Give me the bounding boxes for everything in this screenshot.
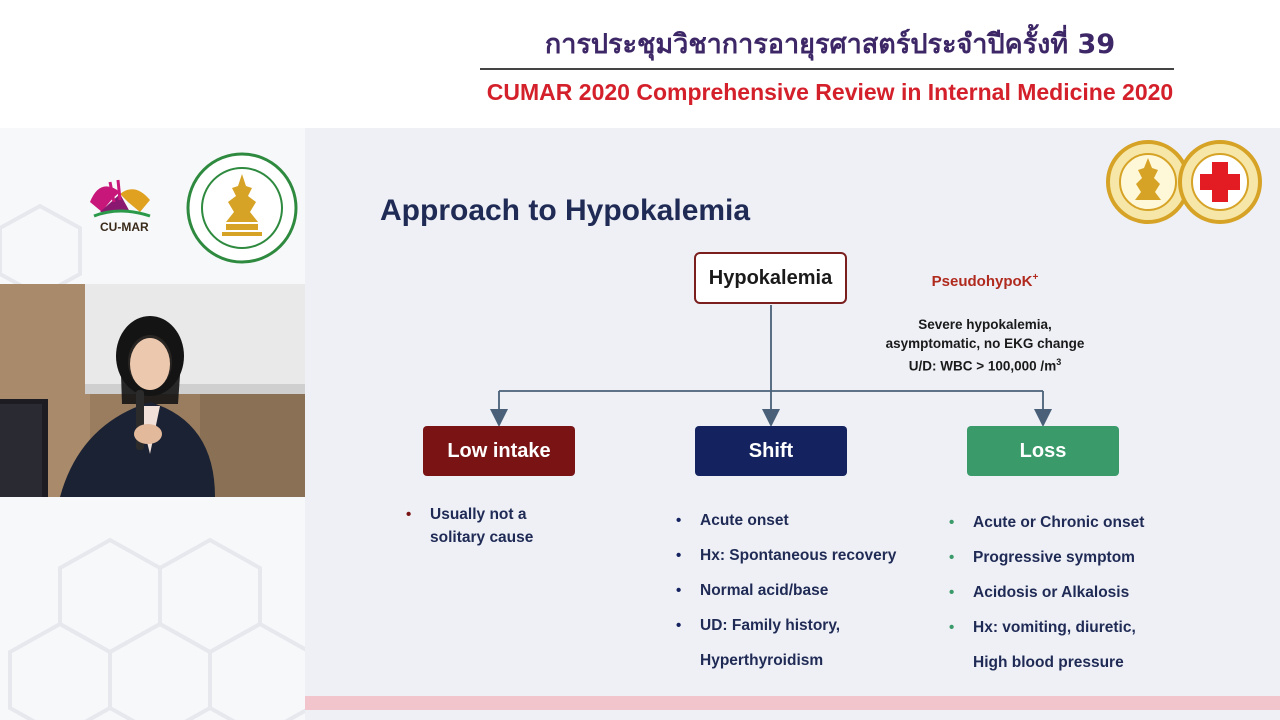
slide-footer-bar — [305, 696, 1280, 710]
list-item: UD: Family history, — [674, 608, 934, 643]
header-divider — [480, 68, 1174, 70]
cumar-logo-icon — [90, 179, 151, 218]
pseudohypok-description: Severe hypokalemia, asymptomatic, no EKG… — [860, 315, 1110, 376]
cumar-logo-text: CU-MAR — [100, 220, 149, 234]
list-item-continuation: Hyperthyroidism — [700, 652, 824, 669]
list-item: Hx: vomiting, diuretic, — [947, 610, 1207, 645]
speaker-video-feed — [0, 284, 305, 497]
pseudohypok-title: PseudohypoK+ — [931, 272, 1039, 290]
slide-title: Approach to Hypokalemia — [380, 194, 751, 227]
loss-box: Loss — [967, 426, 1119, 476]
list-item: Usually not a solitary cause — [404, 503, 574, 549]
speaker-video-image — [0, 284, 305, 497]
shift-box: Shift — [695, 426, 847, 476]
list-item-continuation: High blood pressure — [973, 654, 1124, 671]
pseudohypok-line-2: asymptomatic, no EKG change — [885, 336, 1085, 351]
faculty-medicine-seal-icon — [186, 152, 298, 264]
hexagon-pattern-decoration — [0, 203, 305, 720]
shift-bullet-list: Acute onset Hx: Spontaneous recovery Nor… — [674, 503, 934, 678]
list-item: Acute or Chronic onset — [947, 505, 1207, 540]
pseudohypok-line-1: Severe hypokalemia, — [918, 317, 1052, 332]
low-intake-bullet-list: Usually not a solitary cause — [404, 503, 574, 549]
low-intake-box: Low intake — [423, 426, 575, 476]
conference-english-title: CUMAR 2020 Comprehensive Review in Inter… — [486, 79, 1174, 105]
list-item: Hx: Spontaneous recovery — [674, 538, 934, 573]
list-item: Acidosis or Alkalosis — [947, 575, 1207, 610]
conference-thai-title: การประชุมวิชาการอายุรศาสตร์ประจำปีครั้งท… — [544, 29, 1116, 60]
hospital-seals-icon — [1106, 140, 1262, 224]
loss-bullet-list: Acute or Chronic onset Progressive sympt… — [947, 505, 1207, 680]
pseudohypok-line-3: U/D: WBC > 100,000 /m3 — [908, 357, 1062, 374]
list-item: Acute onset — [674, 503, 934, 538]
list-item: Progressive symptom — [947, 540, 1207, 575]
list-item: Normal acid/base — [674, 573, 934, 608]
hypokalemia-root-box: Hypokalemia — [694, 252, 847, 304]
